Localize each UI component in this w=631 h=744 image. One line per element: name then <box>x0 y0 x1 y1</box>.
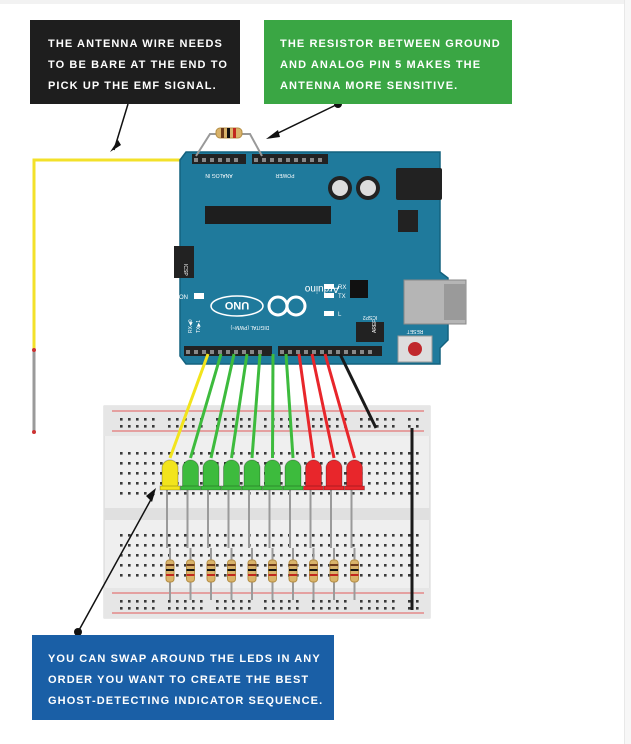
page-edge <box>624 0 631 744</box>
aref-label: AREF <box>372 320 378 333</box>
power-jack <box>396 168 442 200</box>
resistor <box>165 548 175 600</box>
resistor <box>288 548 298 600</box>
resistor <box>247 548 257 600</box>
antenna-callout: THE ANTENNA WIRE NEEDS TO BE BARE AT THE… <box>30 20 240 104</box>
led-wire <box>310 353 336 459</box>
brand-label: Arduino <box>304 283 339 294</box>
green-led <box>180 459 201 491</box>
led-wire <box>323 353 356 459</box>
on-led <box>194 293 204 299</box>
pointer-arrows <box>74 100 342 636</box>
led-wire <box>250 353 262 459</box>
resistor <box>227 548 236 600</box>
resistor <box>309 548 318 600</box>
tx-label: TX <box>338 294 346 300</box>
microcontroller-chip <box>205 206 331 224</box>
arduino-board: UNO Arduino ANALOG IN POWER DIGITAL (PWM… <box>174 151 467 365</box>
green-led <box>221 459 242 491</box>
l-label: L <box>338 312 342 318</box>
resistor <box>329 548 339 600</box>
led-resistors <box>165 548 359 600</box>
resistor-callout-line: AND ANALOG PIN 5 MAKES THE <box>280 59 482 71</box>
sensitivity-resistor <box>195 127 263 157</box>
leds-callout-line: ORDER YOU WANT TO CREATE THE BEST <box>48 674 310 686</box>
icsp2-header <box>356 322 384 342</box>
green-led <box>262 459 283 491</box>
resistor-callout-line: THE RESISTOR BETWEEN GROUND <box>280 38 501 50</box>
on-label: ON <box>179 295 188 301</box>
red-led <box>344 459 365 491</box>
led-wire <box>209 353 236 459</box>
arduino-logo <box>267 295 307 317</box>
resistor-callout-line: ANTENNA MORE SENSITIVE. <box>280 80 459 92</box>
tx-pin-label: TX▶1 <box>196 320 202 333</box>
resistor <box>350 548 359 600</box>
model-label: UNO <box>224 299 249 311</box>
icsp2-label: ICSP2 <box>363 314 378 320</box>
antenna-callout-line: PICK UP THE EMF SIGNAL. <box>48 80 217 92</box>
led-wire <box>189 353 223 459</box>
ground-wire <box>338 353 414 610</box>
icsp-label: ICSP <box>182 264 188 276</box>
analog-label: ANALOG IN <box>205 172 233 178</box>
leds-callout-line: YOU CAN SWAP AROUND THE LEDS IN ANY <box>48 653 321 665</box>
red-led <box>323 459 345 491</box>
red-led <box>303 459 324 491</box>
led-wire <box>168 353 210 459</box>
yellow-led <box>159 459 181 491</box>
breadboard <box>103 405 431 619</box>
leds-callout: YOU CAN SWAP AROUND THE LEDS IN ANY ORDE… <box>32 635 334 720</box>
resistor-callout: THE RESISTOR BETWEEN GROUND AND ANALOG P… <box>264 20 512 104</box>
antenna-wire <box>32 158 192 434</box>
green-led <box>241 459 263 491</box>
led-wire <box>271 353 275 459</box>
green-led <box>200 459 222 491</box>
led-row <box>159 459 365 548</box>
antenna-callout-line: TO BE BARE AT THE END TO <box>48 59 229 71</box>
led-wire <box>230 353 249 459</box>
leds-callout-line: GHOST-DETECTING INDICATOR SEQUENCE. <box>48 695 324 707</box>
power-label: POWER <box>275 172 294 178</box>
led-wires <box>168 353 356 459</box>
uno-badge <box>210 295 264 317</box>
digital-label: DIGITAL (PWM~) <box>230 324 269 330</box>
green-led <box>282 459 304 491</box>
page-top-strip <box>0 0 631 4</box>
rx-pin-label: RX◀0 <box>188 319 194 333</box>
rx-label: RX <box>338 285 346 291</box>
resistor <box>206 548 216 600</box>
resistor <box>186 548 195 600</box>
led-wire <box>284 353 295 459</box>
resistor <box>268 548 277 600</box>
reset-label: RESET <box>407 328 424 334</box>
antenna-callout-line: THE ANTENNA WIRE NEEDS <box>48 38 223 50</box>
led-wire <box>297 353 315 459</box>
icsp-header <box>174 246 194 278</box>
